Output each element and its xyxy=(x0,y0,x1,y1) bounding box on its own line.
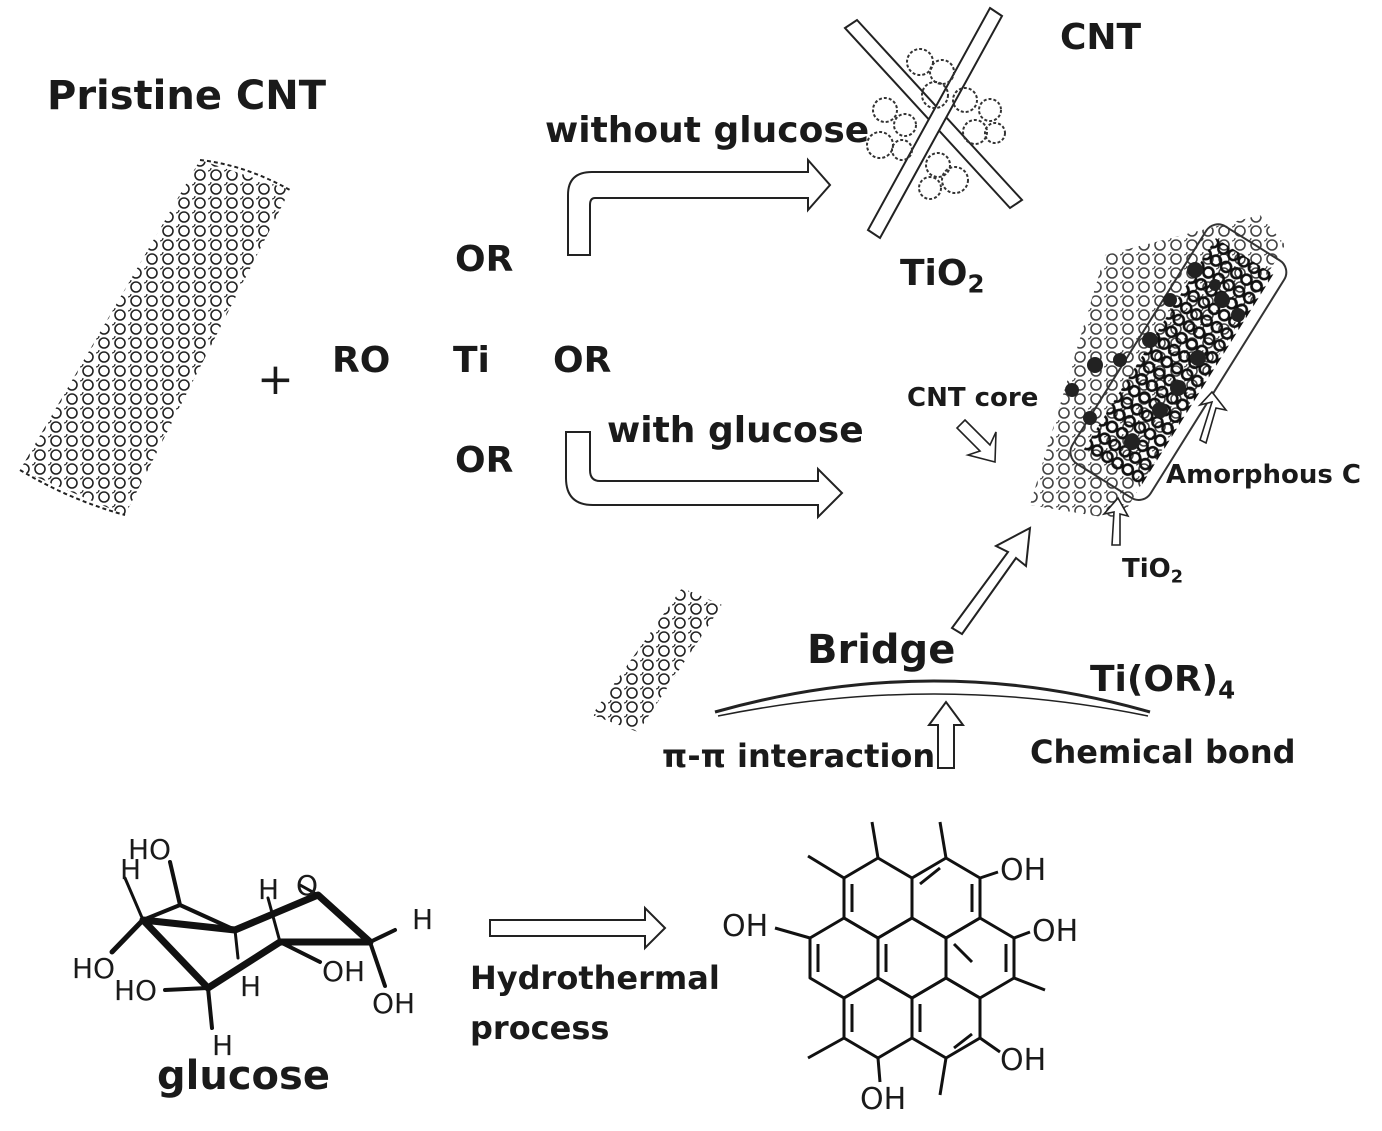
glucose-oh-mid: OH xyxy=(322,955,366,988)
glucose-h-mid: H xyxy=(258,873,280,906)
glucose-h-right: H xyxy=(412,903,434,936)
hydrothermal-label: Hydrothermal xyxy=(470,959,720,997)
coated-cnt-graphic xyxy=(955,215,1288,546)
product-oh-bottom: OH xyxy=(860,1082,907,1117)
glucose-h-bottom: H xyxy=(240,970,262,1003)
cnt-tio2-separate-graphic xyxy=(843,6,1024,240)
pristine-cnt-graphic xyxy=(19,159,291,516)
cnt-label: CNT xyxy=(1060,17,1142,58)
carbon-product-structure xyxy=(774,821,1046,1096)
precursor-or-top: OR xyxy=(455,239,514,280)
tio2-label-right: TiO2 xyxy=(1122,554,1184,588)
without-glucose-label: without glucose xyxy=(545,110,870,151)
glucose-label: glucose xyxy=(157,1053,330,1099)
bridge-up-arrow xyxy=(950,526,1032,636)
glucose-h-lower: H xyxy=(212,1029,234,1062)
precursor-ro: RO xyxy=(332,340,391,381)
precursor-ti: Ti xyxy=(453,340,490,381)
precursor-or-bottom: OR xyxy=(455,440,514,481)
product-oh-right: OH xyxy=(1032,914,1079,949)
cnt-core-pointer xyxy=(955,418,997,464)
amorphous-c-label: Amorphous C xyxy=(1166,460,1361,490)
product-oh-top-right: OH xyxy=(1000,853,1047,888)
tio2-pointer xyxy=(1101,496,1130,546)
hydrothermal-arrow xyxy=(489,905,667,951)
plus-sign: + xyxy=(257,354,294,405)
glucose-h-top-left: H xyxy=(120,853,142,886)
bridge-label: Bridge xyxy=(807,627,956,673)
amorphous-c-pointer xyxy=(1197,390,1228,445)
cnt-core-label: CNT core xyxy=(907,383,1039,413)
glucose-ho-left2: HO xyxy=(114,974,158,1007)
glucose-o-ring: O xyxy=(296,869,319,902)
glucose-ho-top: HO xyxy=(128,833,172,866)
with-glucose-label: with glucose xyxy=(607,410,864,451)
precursor-or-right: OR xyxy=(553,340,612,381)
product-oh-left: OH xyxy=(722,909,769,944)
chemical-bond-label: Chemical bond xyxy=(1030,733,1296,771)
pristine-cnt-label: Pristine CNT xyxy=(47,73,327,119)
small-cnt-graphic xyxy=(592,588,722,732)
pi-pi-interaction-label: π-π interaction xyxy=(662,737,936,775)
hexagon-up-arrow xyxy=(927,700,965,769)
tior4-label: Ti(OR)4 xyxy=(1090,659,1236,705)
glucose-oh-right: OH xyxy=(372,987,416,1020)
bridge-curve xyxy=(714,679,1151,717)
glucose-structure xyxy=(109,860,397,1030)
product-oh-bottom-right: OH xyxy=(1000,1043,1047,1078)
glucose-ho-left: HO xyxy=(72,952,116,985)
process-label: process xyxy=(470,1009,610,1047)
arrow-without-glucose xyxy=(567,157,832,256)
tio2-label-top: TiO2 xyxy=(900,253,985,299)
arrow-with-glucose xyxy=(565,431,844,520)
